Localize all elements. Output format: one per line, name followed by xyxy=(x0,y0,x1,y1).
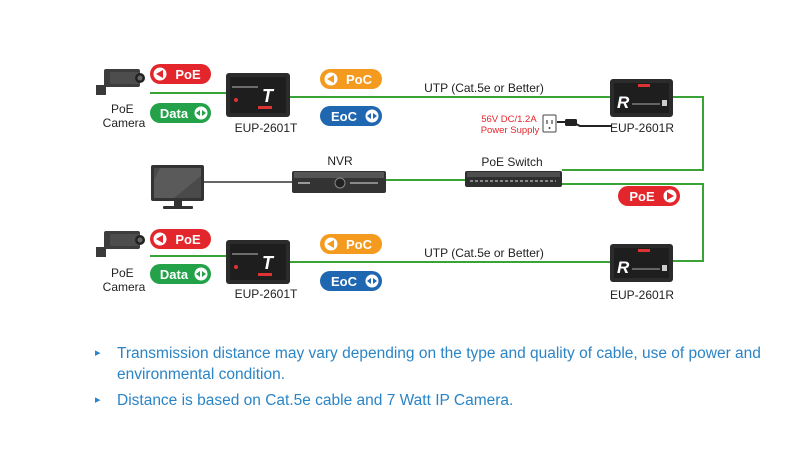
notes-list: ▸ Transmission distance may vary dependi… xyxy=(95,343,785,416)
svg-text:Data: Data xyxy=(160,106,189,121)
svg-text:T: T xyxy=(262,253,275,273)
svg-text:R: R xyxy=(617,93,630,112)
triangle-bullet-icon: ▸ xyxy=(95,394,101,406)
svg-text:Data: Data xyxy=(160,267,189,282)
svg-text:PoE: PoE xyxy=(175,67,201,82)
rx-label-bottom: EUP-2601R xyxy=(610,288,674,302)
poc-badge: PoC xyxy=(320,234,382,254)
camera-label-bottom: PoE Camera xyxy=(103,266,146,294)
tx-label-bottom: EUP-2601T xyxy=(235,287,298,301)
triangle-bullet-icon: ▸ xyxy=(95,347,101,359)
connection-diagram: PoE Camera PoE Camera T EUP-2601T T EUP-… xyxy=(96,64,704,302)
power-outlet-icon xyxy=(542,114,557,133)
transmitter-device-icon: T xyxy=(226,240,290,284)
camera-icon xyxy=(96,69,145,95)
poe-badge: PoE xyxy=(618,186,680,206)
nvr-device-icon xyxy=(292,171,386,193)
nvr-label: NVR xyxy=(327,154,353,168)
svg-text:EoC: EoC xyxy=(331,109,358,124)
utp-label-top: UTP (Cat.5e or Better) xyxy=(424,81,544,95)
note-text: Distance is based on Cat.5e cable and 7 … xyxy=(117,392,514,409)
transmitter-device-icon: T xyxy=(226,73,290,117)
cables xyxy=(150,92,704,263)
svg-text:PoC: PoC xyxy=(346,72,373,87)
camera-icon xyxy=(96,231,145,257)
svg-text:T: T xyxy=(262,86,275,106)
svg-text:PoE: PoE xyxy=(175,232,201,247)
camera-label-top: PoE Camera xyxy=(103,102,146,130)
cable-rx-top-to-rx-bottom xyxy=(562,96,704,171)
svg-text:PoC: PoC xyxy=(346,237,373,252)
receiver-device-icon: R xyxy=(610,244,673,282)
svg-text:EoC: EoC xyxy=(331,274,358,289)
note-item: ▸ Transmission distance may vary dependi… xyxy=(95,343,785,385)
svg-text:PoE: PoE xyxy=(629,189,655,204)
utp-label-bottom: UTP (Cat.5e or Better) xyxy=(424,246,544,260)
poe-badge: PoE xyxy=(150,64,211,84)
poc-badge: PoC xyxy=(320,69,382,89)
tx-label-top: EUP-2601T xyxy=(235,121,298,135)
eoc-badge: EoC xyxy=(320,106,382,126)
rx-label-top: EUP-2601R xyxy=(610,121,674,135)
note-text: Transmission distance may vary depending… xyxy=(117,345,761,383)
monitor-icon xyxy=(151,165,204,209)
svg-text:R: R xyxy=(617,258,630,277)
data-badge: Data xyxy=(150,103,211,123)
power-plug xyxy=(565,119,577,126)
poe-switch-label: PoE Switch xyxy=(481,155,542,169)
receiver-device-icon: R xyxy=(610,79,673,117)
eoc-badge: EoC xyxy=(320,271,382,291)
cable-switch-to-rx-bottom xyxy=(562,183,704,262)
poe-switch-icon xyxy=(465,171,562,187)
power-supply-label: 56V DC/1.2A Power Supply xyxy=(481,114,540,136)
poe-badge: PoE xyxy=(150,229,211,249)
note-item: ▸ Distance is based on Cat.5e cable and … xyxy=(95,390,785,411)
data-badge: Data xyxy=(150,264,211,284)
